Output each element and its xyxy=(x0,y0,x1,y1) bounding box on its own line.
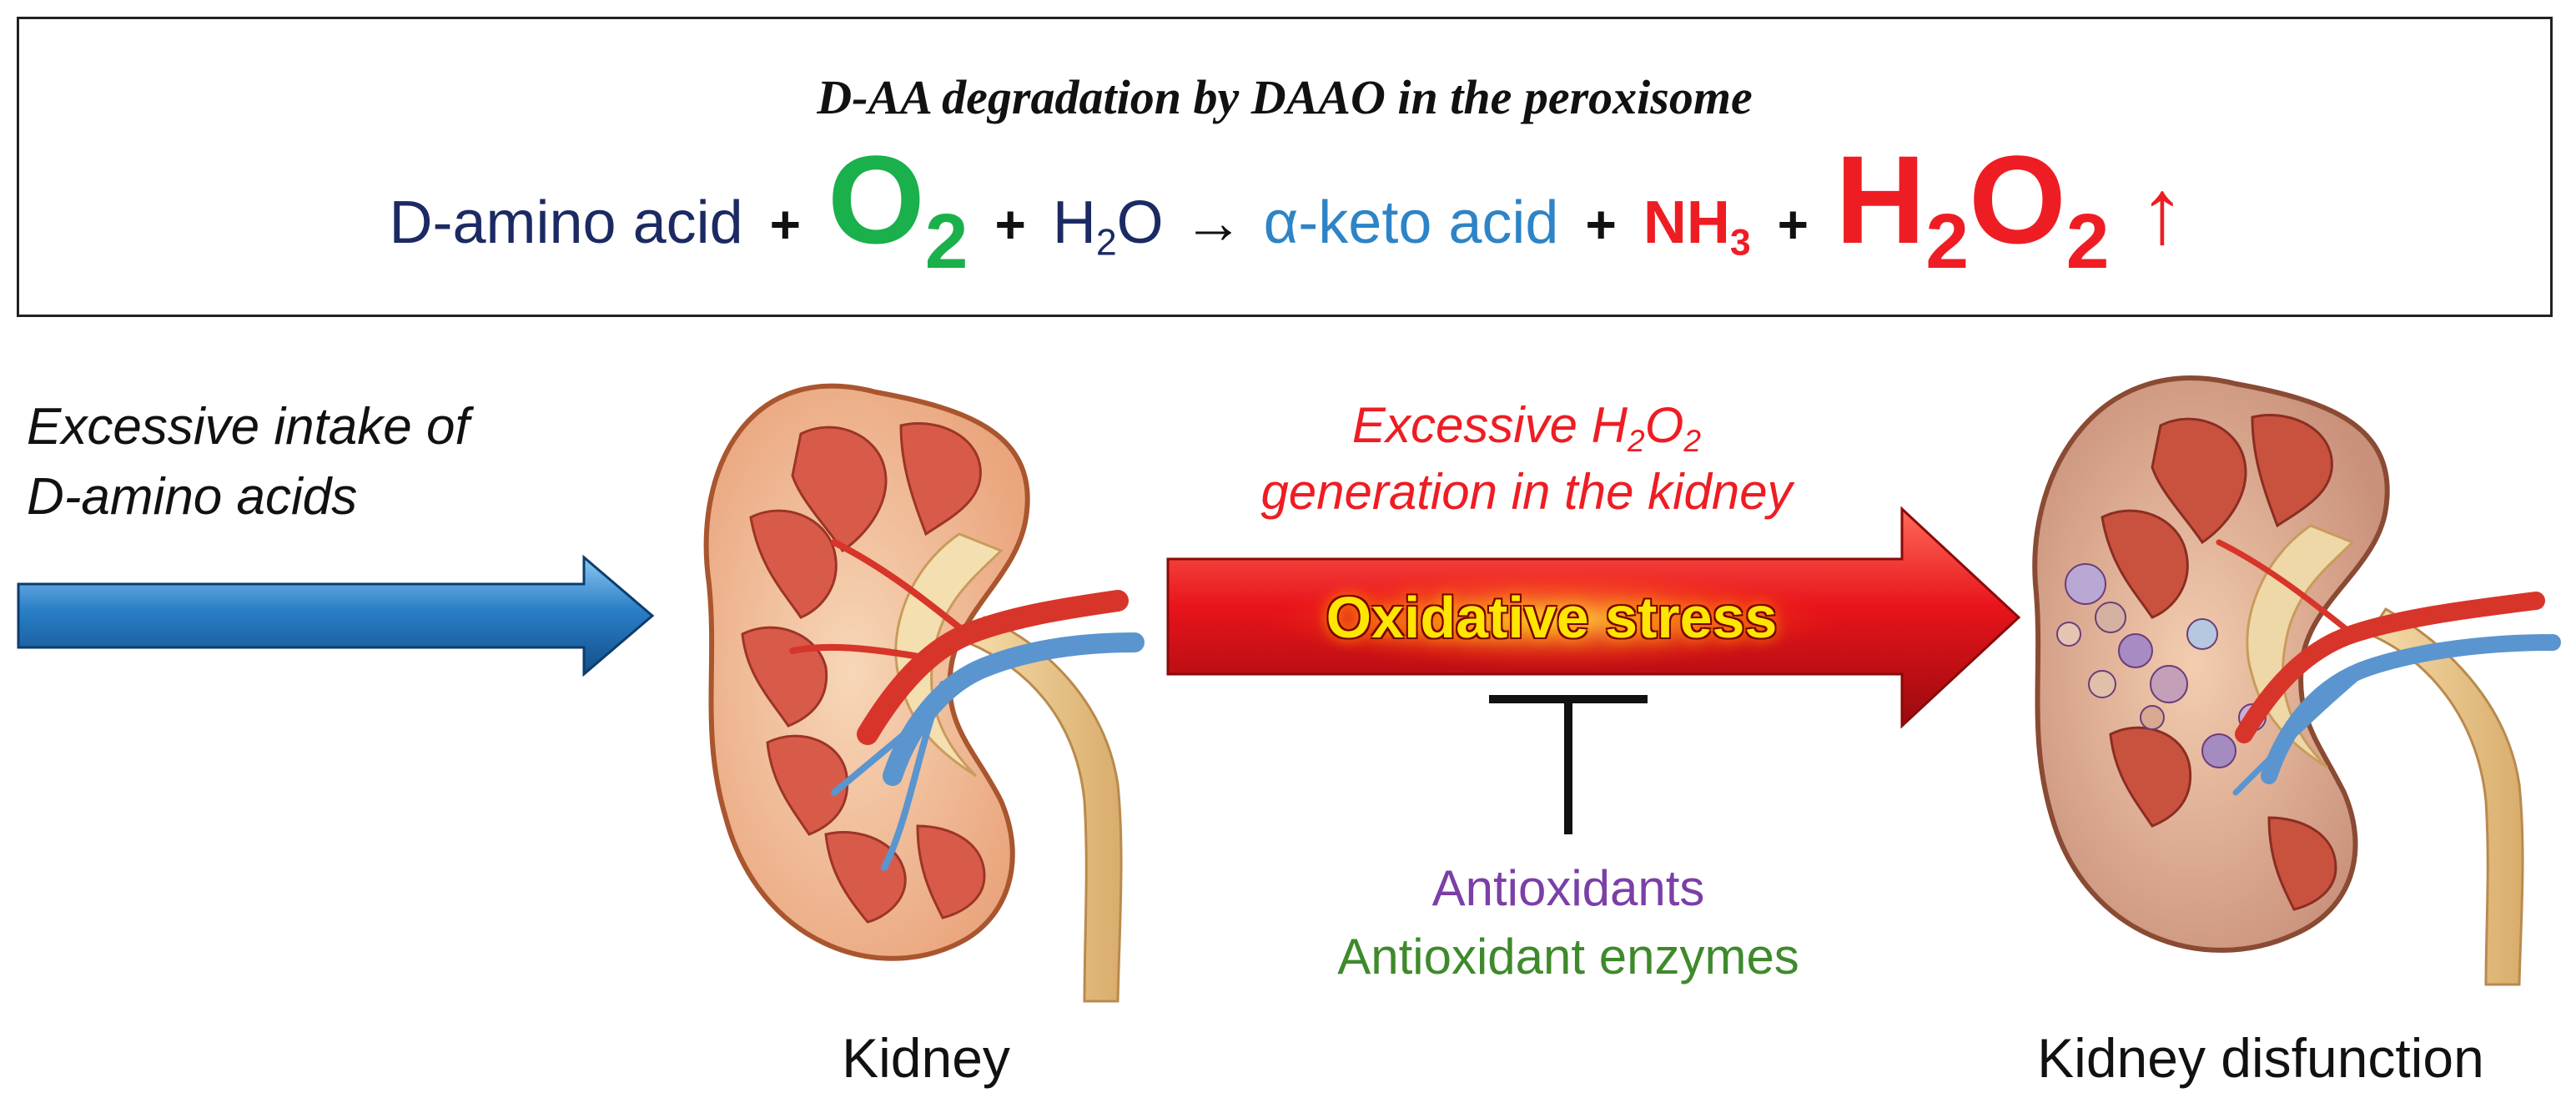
ammonia-subscript: 3 xyxy=(1729,222,1751,264)
stress-glow xyxy=(1268,567,1835,671)
peroxide-subscript-1: 2 xyxy=(1925,197,1970,285)
h2o2-line-1-a: Excessive H xyxy=(1351,397,1628,453)
equation-oxygen: O2 xyxy=(828,128,968,280)
inhibition-t-bar xyxy=(1489,695,1648,834)
equation-water: H2O xyxy=(1052,189,1164,261)
reaction-box: D-AA degradation by DAAO in the peroxiso… xyxy=(17,17,2553,317)
increase-arrow-icon: ↑ xyxy=(2139,160,2186,263)
equation-d-amino-acid: D-amino acid xyxy=(389,189,742,257)
water-o: O xyxy=(1116,189,1164,256)
equation-plus-1: + xyxy=(769,194,802,254)
equation-d-amino-text: -amino acid xyxy=(432,189,743,256)
healthy-kidney-illustration xyxy=(703,383,1145,1003)
equation-hydrogen-peroxide: H2O2 xyxy=(1835,128,2109,280)
h2o2-line-1-sub-1: 2 xyxy=(1628,423,1645,459)
damaged-kidney-illustration xyxy=(2032,375,2561,986)
title-d-prefix: D xyxy=(817,70,853,124)
intake-line-2: D-amino acids xyxy=(27,462,470,532)
intake-d-prefix: D xyxy=(27,468,64,526)
h2o2-line-2: generation in the kidney xyxy=(1260,464,1793,520)
reaction-title: D-AA degradation by DAAO in the peroxiso… xyxy=(19,69,2550,125)
oxygen-base: O xyxy=(828,129,925,269)
peroxide-o: O xyxy=(1969,129,2066,269)
intake-arrow xyxy=(17,554,655,677)
equation-d-prefix: D xyxy=(389,189,433,256)
equation-plus-4: + xyxy=(1777,194,1809,254)
kidney-dysfunction-label: Kidney disfunction xyxy=(2037,1027,2484,1089)
renal-vessels xyxy=(789,539,1145,871)
equation-keto-acid: α-keto acid xyxy=(1263,189,1559,256)
h2o2-generation-label: Excessive H2O2 generation in the kidney xyxy=(1151,392,1902,526)
reaction-equation: D-amino acid + O2 + H2O → α-keto acid + … xyxy=(19,128,2550,295)
equation-ammonia: NH3 xyxy=(1643,189,1751,261)
renal-pyramids xyxy=(741,421,986,924)
equation-plus-2: + xyxy=(994,194,1026,254)
peroxide-h: H xyxy=(1835,129,1926,269)
oxidative-stress-arrow xyxy=(1166,506,2021,729)
equation-arrow: → xyxy=(1183,189,1244,256)
h2o2-line-1-sub-2: 2 xyxy=(1683,423,1702,459)
h2o2-line-1-b: O xyxy=(1644,397,1684,453)
title-text: -AA degradation by DAAO in the peroxisom… xyxy=(852,70,1753,124)
oxygen-subscript: 2 xyxy=(924,197,969,285)
water-h: H xyxy=(1052,189,1096,256)
tissue-damage-clusters xyxy=(2056,563,2267,768)
intake-label: Excessive intake of D-amino acids xyxy=(27,392,470,532)
damaged-pyramids xyxy=(2101,413,2337,911)
oxidative-stress-label: Oxidative stress xyxy=(1326,585,1778,650)
ammonia-base: NH xyxy=(1643,189,1730,256)
peroxide-subscript-2: 2 xyxy=(2065,197,2110,285)
water-subscript: 2 xyxy=(1095,222,1117,264)
damaged-vessels xyxy=(2216,539,2561,796)
equation-plus-3: + xyxy=(1585,194,1617,254)
intake-line-1: Excessive intake of xyxy=(27,398,470,456)
intake-line-2-text: -amino acids xyxy=(63,468,358,526)
antioxidant-enzymes-label: Antioxidant enzymes xyxy=(1337,929,1799,985)
h2o2-line-1: Excessive H2O2 xyxy=(1151,392,1902,459)
kidney-label: Kidney xyxy=(842,1027,1010,1089)
antioxidants-label: Antioxidants xyxy=(1431,860,1705,916)
